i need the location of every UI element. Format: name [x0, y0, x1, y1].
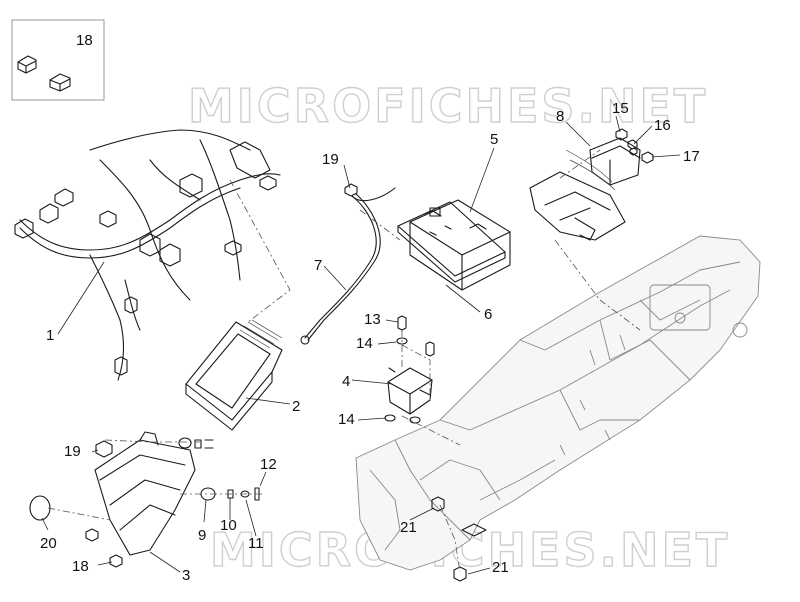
battery-cable — [300, 183, 396, 345]
callout-19-upper: 19 — [322, 151, 339, 168]
callout-8: 8 — [556, 108, 564, 125]
callout-20: 20 — [40, 535, 57, 552]
callout-14-lower: 14 — [338, 411, 355, 428]
callout-9: 9 — [198, 527, 206, 544]
frame-fasteners — [431, 496, 487, 582]
callout-19-lower: 19 — [64, 443, 81, 460]
ecu-unit — [185, 319, 283, 431]
callout-3: 3 — [182, 567, 190, 584]
callout-4: 4 — [342, 373, 350, 390]
callout-2: 2 — [292, 398, 300, 415]
watermark-top: MICROFICHES.NET — [188, 79, 708, 133]
relay-fasteners — [615, 128, 654, 164]
callout-10: 10 — [220, 517, 237, 534]
callout-15: 15 — [612, 100, 629, 117]
lower-bracket — [29, 431, 260, 568]
callout-21-upper: 21 — [400, 519, 417, 536]
callout-13: 13 — [364, 311, 381, 328]
rear-frame — [355, 235, 761, 571]
battery-assembly — [397, 199, 511, 291]
callout-1: 1 — [46, 327, 54, 344]
clip-kit-inset — [11, 19, 105, 101]
wiring-harness — [14, 129, 281, 381]
callout-18: 18 — [72, 558, 89, 575]
callout-7: 7 — [314, 257, 322, 274]
relay-bracket — [529, 137, 641, 241]
callout-18-inset: 18 — [76, 32, 93, 49]
callout-6: 6 — [484, 306, 492, 323]
actuator-unit — [384, 315, 435, 424]
callout-21-lower: 21 — [492, 559, 509, 576]
callout-14-upper: 14 — [356, 335, 373, 352]
callout-17: 17 — [683, 148, 700, 165]
callout-12: 12 — [260, 456, 277, 473]
callout-5: 5 — [490, 131, 498, 148]
callout-11: 11 — [248, 535, 264, 552]
callout-labels: 18 1 2 3 4 5 6 7 8 9 10 11 12 13 14 14 1… — [40, 32, 700, 584]
callout-16: 16 — [654, 117, 671, 134]
callout-leaders — [41, 115, 681, 575]
assembly-lines — [47, 149, 641, 573]
